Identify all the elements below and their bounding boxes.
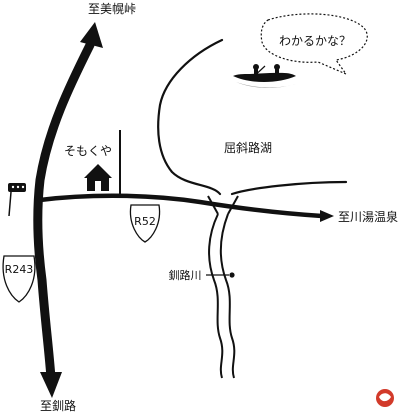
lake-shoreline — [157, 38, 224, 196]
bridge-marks — [207, 195, 239, 215]
canoe-icon — [233, 64, 296, 88]
logo-stamp — [376, 389, 394, 407]
river-west-bank — [208, 213, 224, 379]
speech-text: わかるかな？ — [279, 34, 351, 48]
lake-shoreline-east — [230, 180, 348, 196]
south-arrowhead — [40, 372, 62, 398]
river-marker-dot — [229, 272, 235, 278]
road-r52 — [37, 193, 325, 219]
east-arrowhead — [320, 210, 334, 222]
bus-stop-icon — [8, 183, 26, 217]
north-arrowhead — [80, 22, 103, 48]
label-to-kushiro: 至釧路 — [40, 398, 76, 413]
river-east-bank — [219, 213, 236, 379]
label-to-kawayu-onsen: 至川湯温泉 — [338, 210, 398, 224]
road-r243 — [33, 40, 95, 383]
label-to-bihoro-pass: 至美幌峠 — [88, 1, 136, 16]
label-lake: 屈斜路湖 — [224, 140, 272, 155]
route-shield-r243: R243 — [2, 255, 36, 303]
route-label-r52: R52 — [134, 215, 156, 228]
route-label-r243: R243 — [5, 263, 34, 276]
label-shop: そもくや — [64, 144, 112, 158]
speech-bubble: わかるかな？ — [260, 13, 368, 76]
label-river: 釧路川 — [169, 268, 202, 282]
route-shield-r52: R52 — [129, 204, 161, 243]
house-icon — [84, 164, 112, 191]
